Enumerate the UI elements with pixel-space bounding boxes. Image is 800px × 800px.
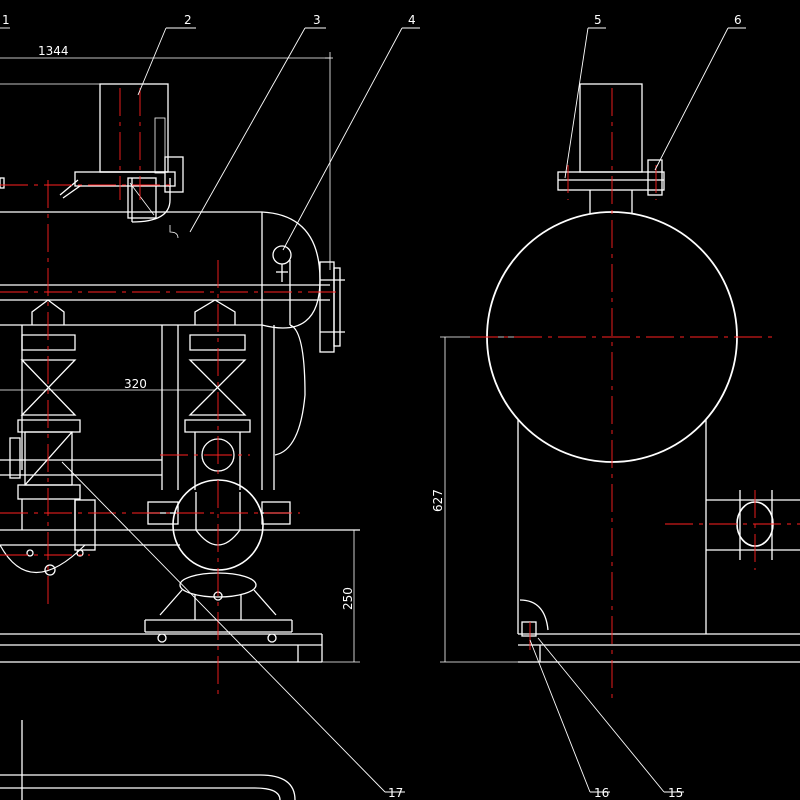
dimension-center-spacing: 320 <box>0 377 215 391</box>
callout-15: 15 <box>668 786 683 800</box>
base-frame-side <box>518 621 800 663</box>
horizontal-tank <box>0 211 330 456</box>
callout-17: 17 <box>388 786 403 800</box>
side-view: 627 <box>431 83 800 700</box>
dimension-overall-length: 1344 <box>0 44 333 270</box>
centerlines-front <box>0 88 340 700</box>
dim-627: 627 <box>431 489 445 512</box>
front-view: 1344 <box>0 44 360 800</box>
callout-16: 16 <box>594 786 609 800</box>
dim-320: 320 <box>124 377 147 391</box>
pump-icon <box>144 479 293 643</box>
pressure-gauge-icon <box>272 245 292 282</box>
centerlines-side <box>470 88 800 700</box>
lower-tank-outline <box>0 720 296 800</box>
callout-5: 5 <box>594 13 602 27</box>
callout-2: 2 <box>184 13 192 27</box>
outlet-pipe <box>706 490 800 560</box>
tank-support-frame <box>0 325 360 546</box>
motor-housing-side <box>557 83 665 214</box>
callout-3: 3 <box>313 13 321 27</box>
callout-4: 4 <box>408 13 416 27</box>
dimension-axis-height: 627 <box>431 336 520 663</box>
dim-250: 250 <box>341 587 355 610</box>
callout-leaders <box>0 27 746 793</box>
dim-1344: 1344 <box>38 44 69 58</box>
callout-1: 1 <box>2 13 10 27</box>
base-frame <box>0 633 323 663</box>
callout-6: 6 <box>734 13 742 27</box>
callout-labels: 1 2 3 4 5 6 17 16 15 <box>2 13 742 800</box>
flange-plate <box>0 171 176 219</box>
tank-side-flange <box>319 261 345 353</box>
check-valve-right <box>184 299 251 490</box>
check-valve-left <box>0 299 96 576</box>
dimension-base-height: 250 <box>290 529 360 663</box>
support-column <box>517 420 707 634</box>
